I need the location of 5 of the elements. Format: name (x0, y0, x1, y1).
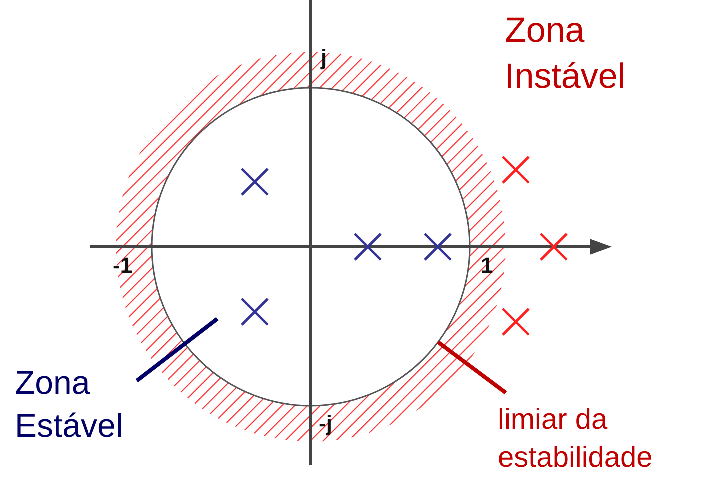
zone-label: Zona Instável (505, 10, 627, 98)
unit-circle (151, 87, 471, 407)
zone-label: limiar da estabilidade (498, 402, 713, 478)
zone-label: Zona Estável (15, 362, 165, 448)
leader-line (437, 340, 508, 395)
